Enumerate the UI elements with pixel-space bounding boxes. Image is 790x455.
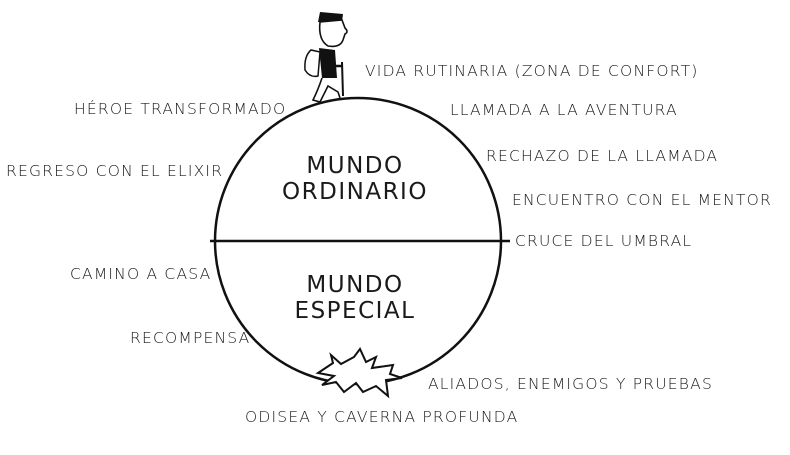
ordinary-world-line2: ORDINARIO: [282, 179, 428, 205]
stage-rechazo: RECHAZO DE LA LLAMADA: [486, 147, 719, 165]
stage-heroe: HÉROE TRANSFORMADO: [74, 100, 287, 118]
stage-umbral: CRUCE DEL UMBRAL: [515, 232, 693, 250]
stage-llamada: LLAMADA A LA AVENTURA: [450, 101, 678, 119]
hiker-icon: [304, 12, 348, 103]
stage-odisea: ODISEA Y CAVERNA PROFUNDA: [245, 408, 519, 426]
stage-camino: CAMINO A CASA: [70, 265, 212, 283]
ordeal-starburst-icon: [315, 347, 403, 399]
special-world-line2: ESPECIAL: [294, 298, 416, 324]
ordinary-world-title: MUNDO ORDINARIO: [255, 153, 455, 205]
ordinary-world-line1: MUNDO: [306, 153, 404, 179]
stage-aliados: ALIADOS, ENEMIGOS Y PRUEBAS: [428, 375, 713, 393]
stage-mentor: ENCUENTRO CON EL MENTOR: [512, 191, 773, 209]
stage-vida-rutinaria: VIDA RUTINARIA (ZONA DE CONFORT): [365, 62, 699, 80]
stage-regreso: REGRESO CON EL ELIXIR: [6, 162, 224, 180]
special-world-line1: MUNDO: [306, 272, 404, 298]
stage-recompensa: RECOMPENSA: [130, 329, 251, 347]
special-world-title: MUNDO ESPECIAL: [255, 272, 455, 324]
